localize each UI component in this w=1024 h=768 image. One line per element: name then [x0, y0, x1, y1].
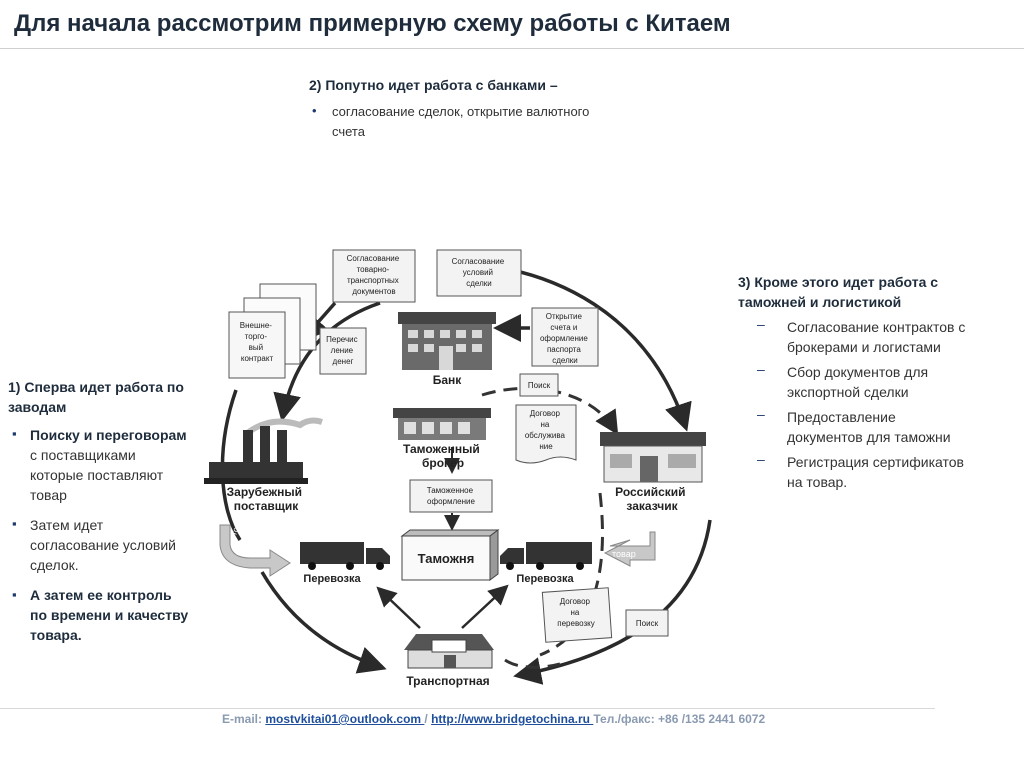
- customs-item-2: Сбор документов для экспортной сделки: [787, 362, 928, 402]
- transport-right-label: Перевозка: [516, 573, 574, 585]
- supplier-label: Зарубежный поставщик: [227, 485, 306, 513]
- email-link[interactable]: mostvkitai01@outlook.com: [265, 712, 425, 726]
- customer-label: Российский заказчик: [615, 485, 689, 513]
- footer-separator: /: [424, 712, 432, 726]
- truck-right-icon: [500, 542, 592, 570]
- arrow-bank-to-supplier: [273, 301, 381, 422]
- item-line: товара.: [30, 627, 82, 643]
- factory-icon: [204, 417, 323, 484]
- arrow-transport-to-customs-right: [461, 584, 509, 629]
- doc-transport-contract-text: Договор на перевозку: [557, 597, 594, 628]
- customs-item-3: Предоставление документов для таможни: [787, 407, 951, 447]
- item-line: Регистрация сертификатов: [787, 454, 964, 470]
- doc-search-1-text: Поиск: [528, 381, 551, 390]
- doc-customs-clearance-text: Таможенное оформление: [427, 486, 476, 506]
- dashed-transport: [504, 658, 561, 669]
- customs-box-side: [489, 529, 499, 581]
- email-label: E-mail:: [222, 712, 266, 726]
- footer: E-mail: mostvkitai01@outlook.com / http:…: [222, 712, 765, 726]
- doc-transfer: [319, 327, 367, 375]
- doc-contract-text: Внешне- торго- вый контракт: [240, 321, 274, 363]
- doc-ttn-text: Согласование товарно- транспортных докум…: [347, 254, 402, 296]
- transport-company-icon: [404, 634, 494, 669]
- item-line: с поставщиками: [30, 447, 136, 463]
- item-line: экспортной сделки: [787, 384, 909, 400]
- item-line: Затем идет: [30, 517, 104, 533]
- dash-icon: –: [757, 316, 765, 332]
- bullet-icon: ▪: [12, 516, 17, 531]
- customs-heading-line2: таможней и логистикой: [738, 294, 902, 310]
- goods-arrow-left: [219, 524, 291, 577]
- broker-building-icon: [393, 408, 491, 440]
- dash-icon: –: [757, 361, 765, 377]
- banks-item-line1: согласование сделок, открытие валютного: [332, 104, 590, 119]
- item-line: Сбор документов для: [787, 364, 929, 380]
- broker-label: Таможенный брокер: [403, 442, 483, 470]
- truck-left-icon: [300, 542, 390, 570]
- arrow-to-transport: [260, 571, 387, 674]
- item-line: сделок.: [30, 557, 79, 573]
- doc-service-text: Договор на обслужива ние: [525, 409, 567, 451]
- item-line: документов для таможни: [787, 429, 951, 445]
- factories-item-3: А затем ее контроль по времени и качеств…: [30, 585, 188, 645]
- phone-text: Тел./факс: +86 /135 2441 6072: [593, 712, 766, 726]
- goods-label-right: товар: [612, 549, 636, 559]
- dash-icon: –: [757, 406, 765, 422]
- customs-heading-line1: 3) Кроме этого идет работа с: [738, 274, 939, 290]
- dashed-customer-to-transport: [539, 492, 604, 657]
- factories-item-1: Поиску и переговорам с поставщиками кото…: [30, 425, 187, 505]
- doc-terms: [436, 249, 522, 297]
- page-title: Для начала рассмотрим примерную схему ра…: [14, 10, 731, 37]
- item-line: согласование условий: [30, 537, 176, 553]
- item-line: на товар.: [787, 474, 848, 490]
- bank-label: Банк: [433, 373, 463, 387]
- doc-customs-clearance: [409, 479, 493, 513]
- item-line: брокерами и логистами: [787, 339, 941, 355]
- doc-search-2: [625, 609, 669, 637]
- bullet-icon: ▪: [12, 587, 17, 602]
- factories-item-2: Затем идет согласование условий сделок.: [30, 515, 176, 575]
- website-link[interactable]: http://www.bridgetochina.ru: [431, 712, 594, 726]
- customs-box-top: [400, 529, 500, 537]
- doc-search-1: [519, 373, 559, 397]
- title-divider: [0, 48, 1024, 49]
- doc-ttn: [332, 249, 416, 303]
- item-line: товар: [30, 487, 67, 503]
- item-line: Поиску и переговорам: [30, 427, 187, 443]
- transport-left-label: Перевозка: [303, 573, 361, 585]
- doc-contract: [228, 311, 286, 379]
- customs-item-1: Согласование контрактов с брокерами и ло…: [787, 317, 965, 357]
- customs-item-4: Регистрация сертификатов на товар.: [787, 452, 964, 492]
- factories-heading-line1: 1) Сперва идет работа по: [8, 379, 184, 395]
- doc-search-2-text: Поиск: [636, 619, 659, 628]
- item-line: Согласование контрактов с: [787, 319, 966, 335]
- factories-heading-line2: заводам: [8, 399, 67, 415]
- banks-heading: 2) Попутно идет работа с банками –: [309, 77, 558, 93]
- banks-item-line2: счета: [332, 124, 365, 139]
- item-line: А затем ее контроль: [30, 587, 172, 603]
- dash-icon: –: [757, 451, 765, 467]
- customs-box: [401, 535, 491, 581]
- store-icon: [600, 432, 706, 483]
- footer-divider: [0, 708, 935, 709]
- goods-label-left: товар: [229, 513, 245, 536]
- doc-account-text: Открытие счета и оформление паспорта сде…: [540, 312, 590, 365]
- item-line: которые поставляют: [30, 467, 164, 483]
- doc-account: [531, 307, 599, 367]
- doc-service: [515, 404, 577, 464]
- doc-transport-contract: [541, 587, 613, 643]
- item-line: Предоставление: [787, 409, 896, 425]
- doc-transfer-text: Перечис ление денег: [326, 335, 360, 366]
- bank-building-icon: [398, 312, 496, 370]
- arrow-transport-to-customs-left: [376, 586, 421, 629]
- bullet-icon: ▪: [12, 426, 17, 441]
- transport-company-label: Транспортная: [406, 674, 489, 688]
- bullet-icon: •: [312, 103, 317, 118]
- item-line: по времени и качеству: [30, 607, 189, 623]
- doc-terms-text: Согласование условий сделки: [452, 257, 507, 288]
- customs-label: Таможня: [418, 551, 475, 566]
- goods-arrow-right: [603, 531, 656, 567]
